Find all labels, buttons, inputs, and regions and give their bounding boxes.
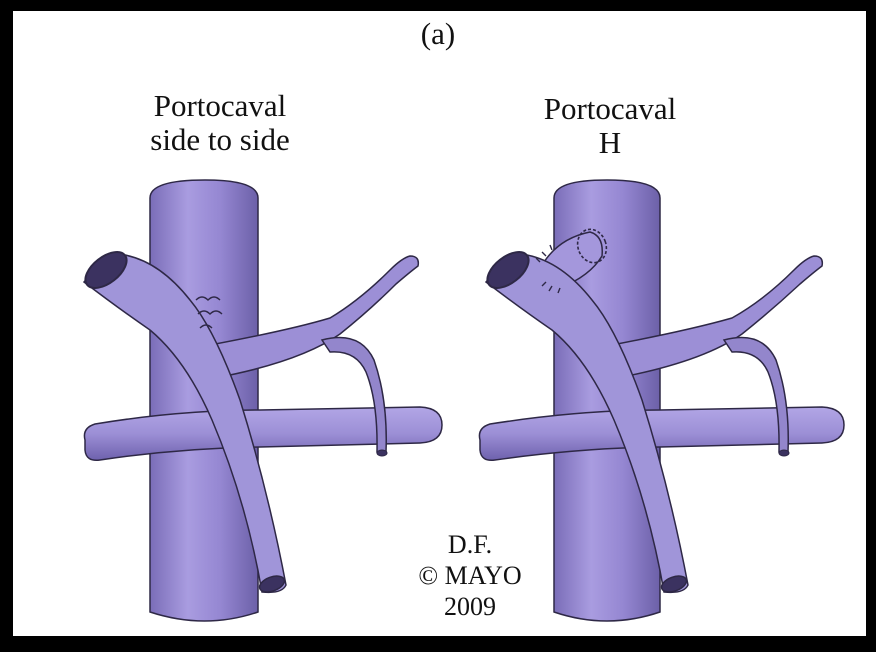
right-title-line2: H: [500, 126, 720, 160]
left-renal-vein: [84, 407, 442, 460]
left-title-line1: Portocaval: [110, 89, 330, 123]
credit-line2: © MAYO: [405, 560, 535, 591]
left-shunt-illustration: [79, 180, 442, 621]
copyright-credit: D.F. © MAYO 2009: [405, 529, 535, 622]
credit-line1: D.F.: [405, 529, 535, 560]
panel-label: (a): [0, 17, 876, 51]
right-title: Portocaval H: [500, 92, 720, 160]
left-title-line2: side to side: [110, 123, 330, 157]
left-title: Portocaval side to side: [110, 89, 330, 157]
right-title-line1: Portocaval: [500, 92, 720, 126]
left-branch-end: [377, 450, 387, 456]
credit-line3: 2009: [405, 591, 535, 622]
right-branch-end: [779, 450, 789, 456]
